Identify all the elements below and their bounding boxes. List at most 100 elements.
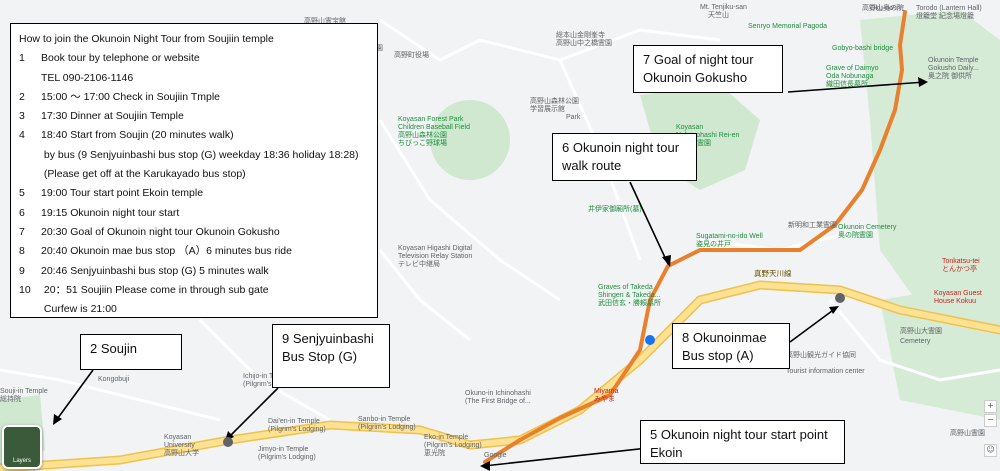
map-label[interactable]: Sanbo-in Temple: [358, 416, 411, 423]
map-label[interactable]: 真野天川線: [754, 269, 792, 278]
map-label[interactable]: Television Relay Station: [398, 253, 473, 260]
map-label[interactable]: 高野山森林公園: [530, 98, 579, 105]
info-row: (Please get off at the Karukayado bus st…: [19, 165, 369, 184]
map-label[interactable]: Grave of Daimyo: [826, 65, 879, 72]
map-label[interactable]: 高野山大霊園: [900, 328, 942, 335]
map-label[interactable]: 高野山観光ガイド協同: [786, 352, 856, 359]
map-label[interactable]: Koyasan: [164, 434, 192, 441]
map-label[interactable]: とんかつ亭: [942, 266, 977, 273]
zoom-in-button[interactable]: +: [984, 400, 997, 413]
map-label[interactable]: テレビ中継局: [398, 261, 440, 268]
map-label[interactable]: Souji-in Temple: [0, 388, 48, 395]
info-row-text: 20:46 Senjyuinbashi bus stop (G) 5 minut…: [41, 264, 269, 277]
map-label[interactable]: Oda Nobunaga: [826, 73, 874, 80]
map-label[interactable]: Ichijo-in Temple: [243, 373, 292, 380]
info-box: How to join the Okunoin Night Tour from …: [10, 23, 378, 318]
park-area-forest: [430, 100, 510, 180]
info-row-number: 9: [19, 264, 25, 277]
layers-button[interactable]: Layers: [2, 425, 42, 469]
map-label[interactable]: 高野山大学: [164, 450, 199, 457]
map-label[interactable]: Okunoin Temple: [928, 57, 979, 64]
map-label[interactable]: Tonkatsu-tei: [942, 258, 980, 265]
bus-stop-markers[interactable]: [223, 293, 845, 447]
map-label[interactable]: (Pilgrim's Lodging): [358, 424, 416, 431]
map-label[interactable]: 新明和工業霊園: [788, 222, 837, 229]
map-label[interactable]: Graves of Takeda: [598, 284, 653, 291]
info-row-text: (Please get off at the Karukayado bus st…: [41, 168, 246, 181]
map-label[interactable]: 奥之院 御供所: [928, 73, 972, 80]
map-label[interactable]: 武田信玄・勝頼墓所: [598, 300, 661, 307]
map-label[interactable]: (Pilgrim's Lodging): [258, 454, 316, 461]
map-label[interactable]: University: [164, 442, 195, 449]
map-label[interactable]: Dai'en-in Temple: [268, 418, 320, 425]
map-label[interactable]: Mt. Tenjiku-san: [700, 4, 747, 11]
map-label[interactable]: Torodo (Lantern Hall): [916, 5, 982, 12]
map-label[interactable]: 学習展示館: [530, 106, 565, 113]
map-label[interactable]: (Pilgrim's Lodging): [268, 426, 326, 433]
info-row-text: 19:15 Okunoin night tour start: [41, 206, 180, 219]
map-label[interactable]: みやま: [594, 396, 615, 403]
map-label[interactable]: 奥の院霊園: [838, 232, 873, 239]
map-label[interactable]: 高野山森林公園: [398, 132, 447, 139]
map-label[interactable]: 総本山金剛峯寺: [556, 32, 605, 39]
map-label[interactable]: 高野山霊園: [950, 430, 985, 437]
map-label[interactable]: 織田信長墓所: [826, 81, 868, 88]
map-label[interactable]: 高野山中之橋霊園: [556, 40, 612, 47]
map-label[interactable]: 総持院: [0, 396, 21, 403]
zoom-out-button[interactable]: −: [984, 414, 997, 427]
info-row: 10 20：51 Soujiin Please come in through …: [19, 281, 369, 300]
map-label[interactable]: Tourist information center: [786, 368, 865, 375]
map-label[interactable]: (The First Bridge of...: [465, 398, 531, 405]
info-row-text: by bus (9 Senjyuinbashi bus stop (G) wee…: [41, 148, 359, 161]
map-label[interactable]: Eko-in Temple: [424, 434, 469, 441]
map-label[interactable]: 井伊家御廟所(墓): [588, 206, 642, 213]
map-label[interactable]: Okuno-in Ichinohashi: [465, 390, 531, 397]
map-label[interactable]: Oku-no-in: [870, 5, 901, 12]
info-row: by bus (9 Senjyuinbashi bus stop (G) wee…: [19, 146, 369, 165]
info-row-text: 19:00 Tour start point Ekoin temple: [41, 187, 204, 200]
map-label[interactable]: Children Baseball Field: [398, 124, 470, 131]
map-label[interactable]: 高野山霊宝館: [304, 18, 346, 25]
info-row-number: 2: [19, 90, 25, 103]
map-label[interactable]: Gokusho Daily...: [928, 65, 979, 72]
callout-arrows: [54, 81, 926, 467]
map-label[interactable]: Google: [484, 452, 507, 459]
info-row-text: 18:40 Start from Soujin (20 minutes walk…: [41, 129, 234, 142]
callout-walk-route: 6 Okunoin night tour walk route: [552, 133, 697, 181]
map-label[interactable]: Koyasan Higashi Digital: [398, 245, 472, 252]
map-label[interactable]: Okunoin Cemetery: [838, 224, 897, 231]
map-label[interactable]: Miyama: [594, 388, 619, 395]
map-label[interactable]: (Pilgrim's Lodging): [243, 381, 301, 388]
map-label[interactable]: Gobyo-bashi bridge: [832, 45, 894, 52]
map-label[interactable]: Park: [566, 114, 581, 121]
map-label[interactable]: Sugatami-no-ido Well: [696, 233, 763, 240]
map-label[interactable]: House Kokuu: [934, 298, 977, 305]
map-label[interactable]: Shingen & Takeda...: [598, 292, 661, 299]
map-label[interactable]: Senryo Memorial Pagoda: [748, 23, 827, 30]
map-label[interactable]: 高野町役場: [394, 52, 429, 59]
map-label[interactable]: Nakanohashi Rei-en: [676, 132, 740, 139]
map-label[interactable]: Koyasan Forest Park: [398, 116, 464, 123]
map-label[interactable]: (Pilgrim's Lodging): [424, 442, 482, 449]
callout-soujin-line1: 2 Soujin: [90, 341, 137, 356]
map-label[interactable]: Koyasan: [676, 124, 704, 131]
map-label[interactable]: ちびっこ野球場: [398, 140, 447, 147]
map-label[interactable]: Cemetery: [900, 338, 931, 345]
map-label[interactable]: 燈籠堂 紀念場燈籠: [916, 13, 974, 20]
map-label[interactable]: 高野山奥の院: [862, 5, 904, 12]
callout-senjyuinbashi: 9 Senjyuinbashi Bus Stop (G): [272, 324, 390, 388]
map-label[interactable]: 姿見の井戸: [696, 241, 731, 248]
info-row-text: 20:30 Goal of Okunoin night tour Okunoin…: [41, 225, 280, 238]
info-box-title: How to join the Okunoin Night Tour from …: [19, 33, 274, 45]
map-label[interactable]: Koyasan Guest: [934, 290, 982, 297]
callout-start-line2: Ekoin: [650, 445, 683, 460]
map-label[interactable]: Jimyo-in Temple: [258, 446, 309, 453]
info-row-text: 15:00 〜 17:00 Check in Soujiin Tmple: [41, 90, 220, 103]
map-label[interactable]: 天竺山: [708, 12, 729, 19]
pegman-icon[interactable]: ☺: [984, 444, 997, 457]
map-label[interactable]: Kongobuji: [98, 376, 130, 383]
map-label[interactable]: 恵光院: [424, 450, 445, 457]
callout-goal: 7 Goal of night tour Okunoin Gokusho: [633, 45, 783, 93]
